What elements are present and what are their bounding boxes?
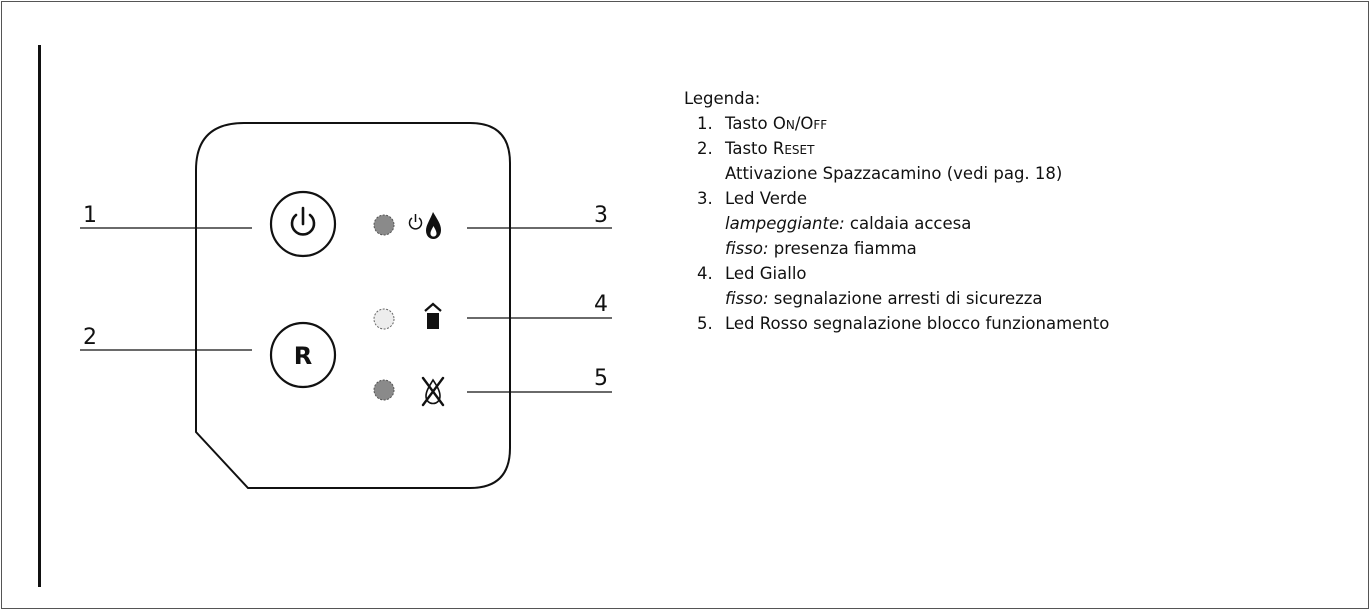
legend-item-number: 3. bbox=[697, 189, 713, 208]
led-red bbox=[373, 379, 395, 401]
legend-item-text: Tasto bbox=[725, 114, 773, 133]
legend-item-text: Tasto bbox=[725, 139, 773, 158]
legend-item-number: 5. bbox=[697, 314, 713, 333]
legend-item-smallcaps: On/Off bbox=[772, 114, 828, 133]
legend-detail-text: segnalazione arresti di sicurezza bbox=[768, 289, 1043, 308]
legend-item-text: Led Verde bbox=[725, 189, 808, 208]
callout-number-3: 3 bbox=[594, 203, 608, 228]
legend-title: Legenda: bbox=[684, 89, 761, 108]
legend-item-detail: Attivazione Spazzacamino (vedi pag. 18) bbox=[725, 161, 1109, 186]
legend-list: 1. Tasto On/Off 2. Tasto Reset Attivazio… bbox=[684, 111, 1109, 336]
legend-item-text: Led Giallo bbox=[725, 264, 807, 283]
legend-detail-text: Attivazione Spazzacamino (vedi pag. 18) bbox=[725, 164, 1063, 183]
margin-bar bbox=[38, 45, 41, 587]
legend: Legenda: 1. Tasto On/Off 2. Tasto Reset … bbox=[684, 86, 1109, 336]
legend-detail-text: presenza fiamma bbox=[768, 239, 917, 258]
legend-item-1: 1. Tasto On/Off bbox=[684, 111, 1109, 136]
legend-item-2: 2. Tasto Reset Attivazione Spazzacamino … bbox=[684, 136, 1109, 186]
callout-number-1: 1 bbox=[83, 203, 97, 228]
legend-item-smallcaps: Reset bbox=[772, 139, 815, 158]
callout-number-5: 5 bbox=[594, 366, 608, 391]
flame-blocked-icon bbox=[421, 376, 445, 407]
led-green bbox=[373, 214, 395, 236]
legend-item-3: 3. Led Verde lampeggiante: caldaia acces… bbox=[684, 186, 1109, 261]
reset-button-label: R bbox=[294, 342, 312, 370]
callout-number-4: 4 bbox=[594, 292, 608, 317]
legend-item-number: 1. bbox=[697, 114, 713, 133]
legend-item-5: 5. Led Rosso segnalazione blocco funzion… bbox=[684, 311, 1109, 336]
led-yellow bbox=[373, 308, 395, 330]
reset-button[interactable]: R bbox=[269, 321, 337, 389]
power-button[interactable] bbox=[269, 190, 337, 258]
callout-number-2: 2 bbox=[83, 325, 97, 350]
legend-item-number: 4. bbox=[697, 264, 713, 283]
legend-item-detail: fisso: presenza fiamma bbox=[725, 236, 1109, 261]
legend-item-detail: fisso: segnalazione arresti di sicurezza bbox=[725, 286, 1109, 311]
legend-item-detail: lampeggiante: caldaia accesa bbox=[725, 211, 1109, 236]
power-flame-icon bbox=[408, 212, 441, 239]
legend-detail-text: caldaia accesa bbox=[844, 214, 972, 233]
legend-item-text: Led Rosso segnalazione blocco funzioname… bbox=[725, 314, 1110, 333]
legend-item-4: 4. Led Giallo fisso: segnalazione arrest… bbox=[684, 261, 1109, 311]
control-panel-outline bbox=[195, 122, 511, 489]
legend-item-number: 2. bbox=[697, 139, 713, 158]
legend-detail-emphasis: fisso: bbox=[725, 239, 769, 258]
legend-detail-emphasis: lampeggiante: bbox=[725, 214, 845, 233]
chimney-icon bbox=[424, 302, 442, 329]
legend-detail-emphasis: fisso: bbox=[725, 289, 769, 308]
power-icon bbox=[290, 206, 316, 236]
